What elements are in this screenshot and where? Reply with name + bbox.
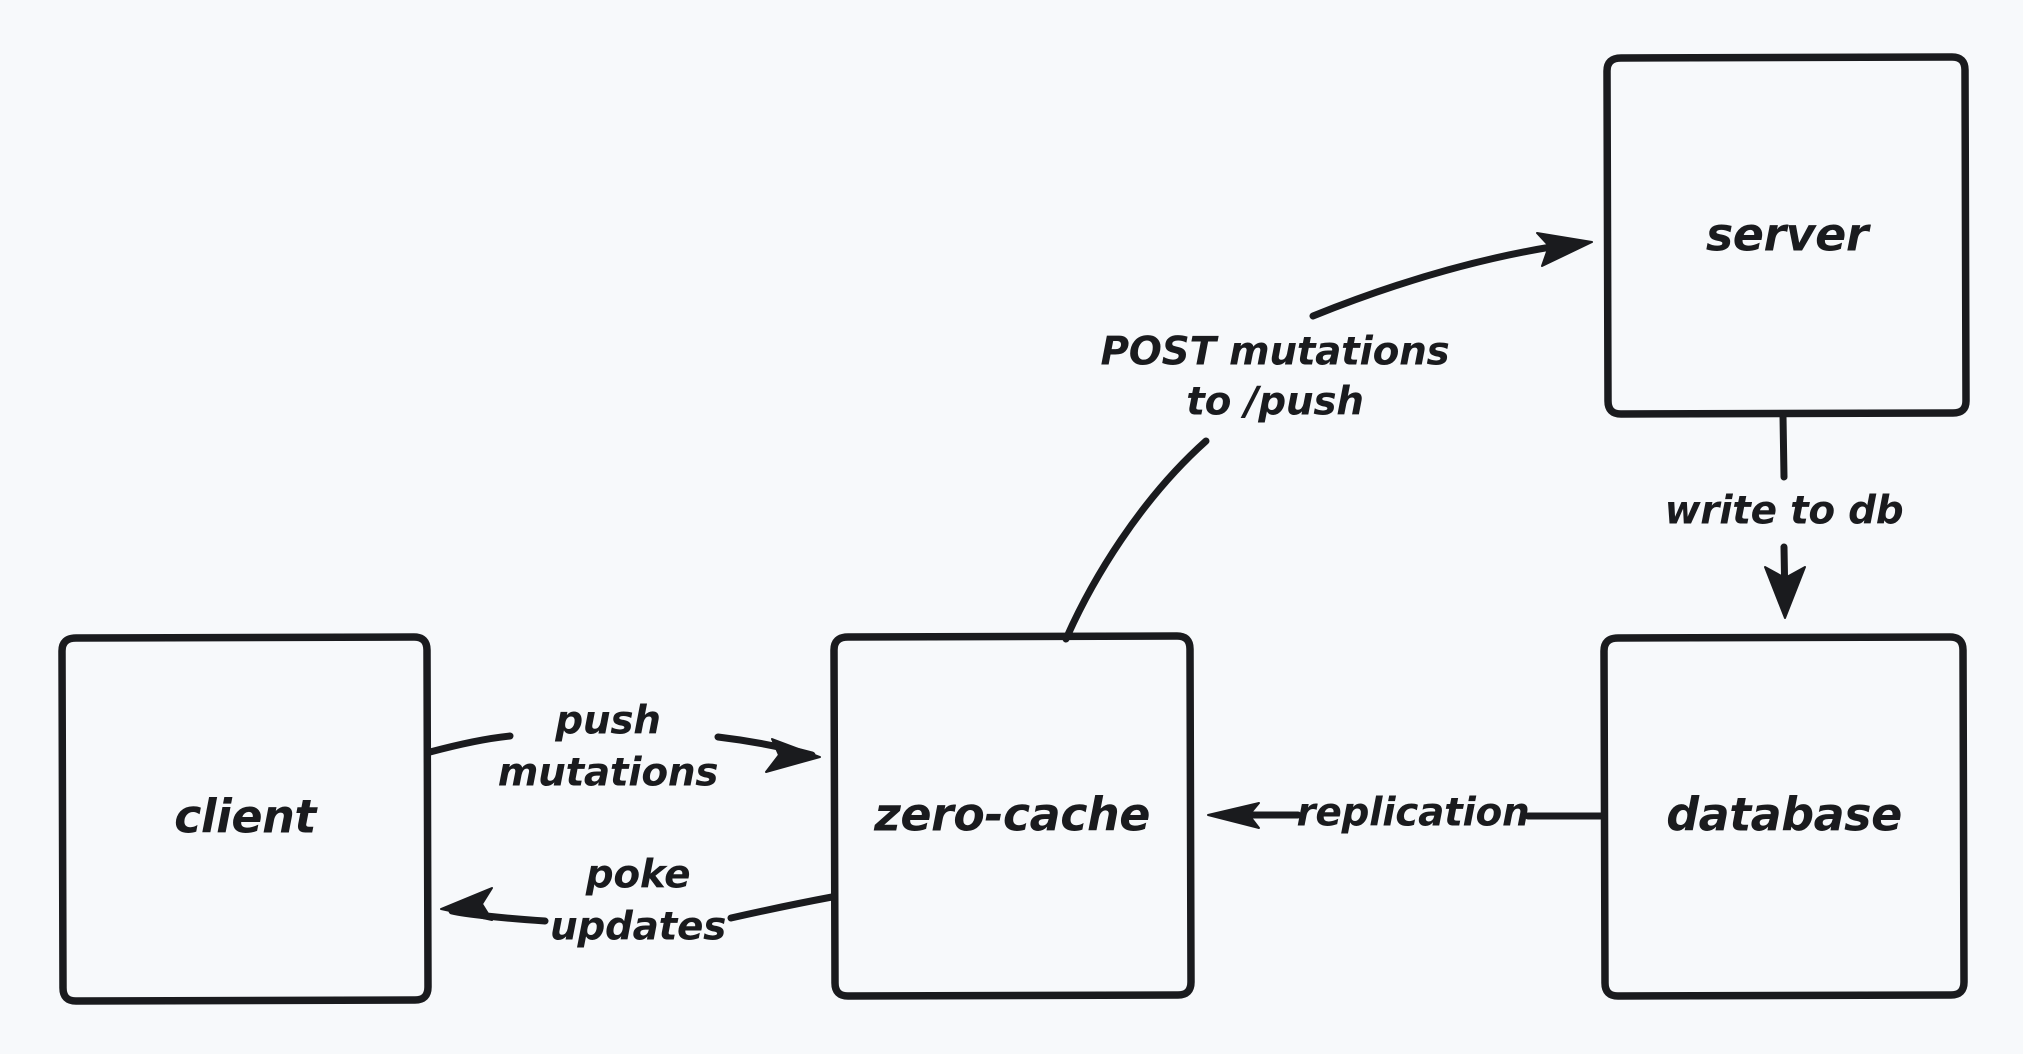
post-mutations-label-line1: POST mutations	[1101, 330, 1450, 375]
write-to-db-arrowhead	[1764, 566, 1806, 619]
server-label: server	[1706, 208, 1872, 262]
node-zero-cache[interactable]: zero-cache	[830, 632, 1195, 1000]
zero-cache-label: zero-cache	[873, 788, 1150, 842]
node-client[interactable]: client	[58, 633, 432, 1005]
edge-write-to-db[interactable]: write to db	[1665, 412, 1904, 619]
push-mutations-arrowhead	[765, 738, 821, 773]
client-label: client	[174, 790, 318, 844]
post-mutations-label-line2: to /push	[1186, 380, 1364, 425]
edge-replication[interactable]: replication	[1207, 791, 1606, 836]
post-mutations-line-upper	[1309, 239, 1582, 320]
replication-label: replication	[1296, 791, 1529, 836]
write-to-db-label: write to db	[1665, 489, 1904, 534]
post-mutations-arrowhead	[1536, 232, 1593, 267]
node-database[interactable]: database	[1600, 633, 1968, 1000]
database-label: database	[1666, 788, 1902, 842]
post-mutations-line-lower	[1062, 437, 1210, 643]
poke-updates-arrowhead	[440, 887, 493, 921]
server-box[interactable]	[1603, 53, 1970, 418]
edge-push-mutations[interactable]: push mutations	[426, 699, 821, 796]
client-box[interactable]	[58, 633, 432, 1005]
replication-arrowhead	[1207, 802, 1260, 829]
poke-updates-label-line1: poke	[585, 853, 691, 898]
write-to-db-line-upper	[1779, 412, 1788, 481]
zero-cache-box[interactable]	[830, 632, 1195, 1000]
edge-post-mutations[interactable]: POST mutations to /push	[1062, 232, 1593, 643]
push-mutations-line-left	[426, 732, 514, 756]
poke-updates-line-right	[727, 893, 836, 922]
edge-poke-updates[interactable]: poke updates	[440, 853, 836, 950]
database-box[interactable]	[1600, 633, 1968, 1000]
push-mutations-label-line1: push	[554, 699, 660, 744]
push-mutations-label-line2: mutations	[498, 751, 718, 796]
node-server[interactable]: server	[1603, 53, 1970, 418]
poke-updates-label-line2: updates	[550, 905, 726, 950]
